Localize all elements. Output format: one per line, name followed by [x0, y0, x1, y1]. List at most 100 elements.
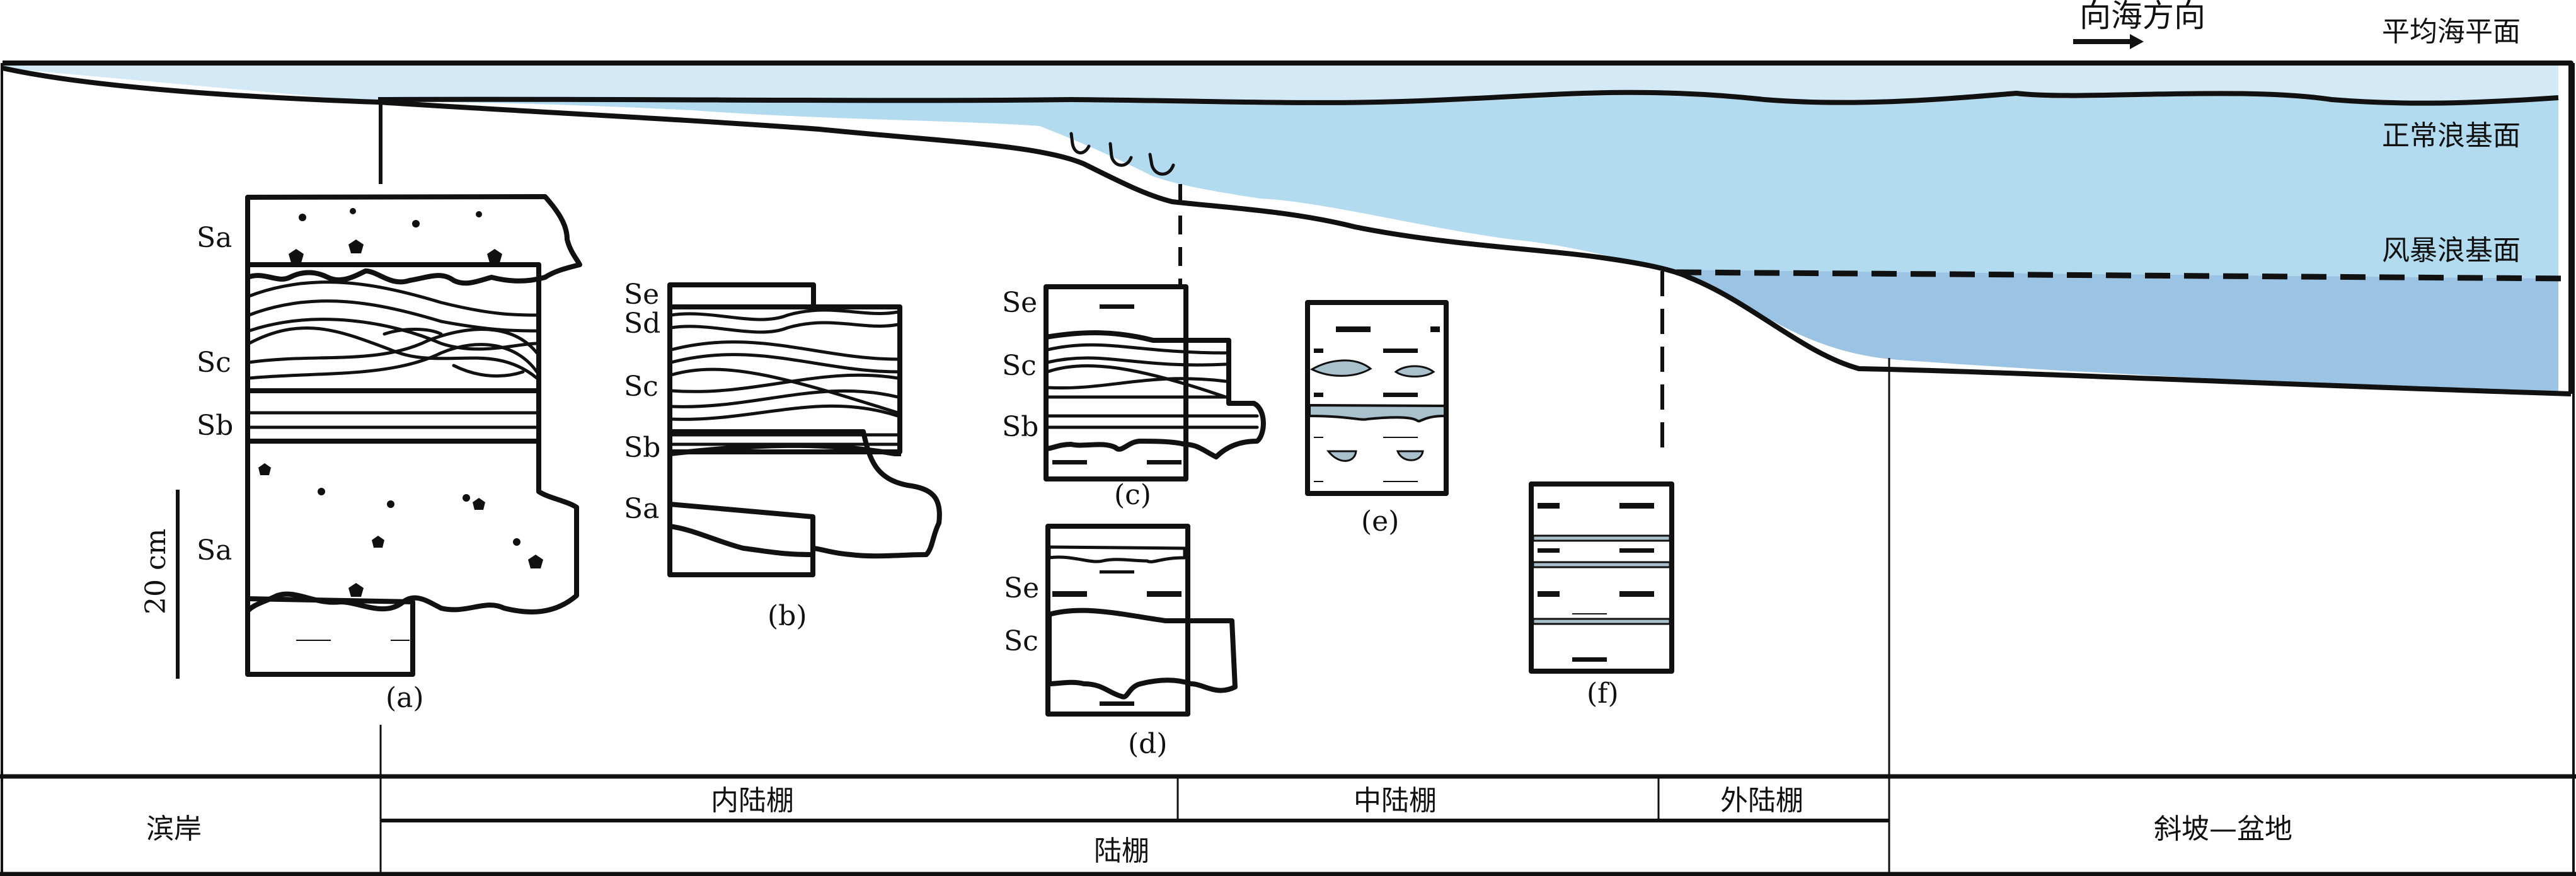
unit-label: Se: [1004, 572, 1039, 604]
grain-icon: [299, 214, 306, 221]
unit-sc-sb: [1044, 330, 1266, 459]
direction-label: 向海方向: [2079, 0, 2205, 34]
mud-pattern-fill: [1052, 570, 1182, 602]
pentagon-icon: [528, 555, 543, 568]
sea-surface-line: [3, 61, 2573, 394]
grain-icon: [412, 220, 420, 228]
column-c: Se Sc Sb (c): [1002, 284, 1266, 511]
unit-label: Sa: [197, 222, 232, 254]
pentagon-icon: [487, 249, 502, 263]
mud-pattern-fill: [674, 290, 810, 303]
mud-pattern-fill: [1538, 643, 1667, 665]
seaward-direction: 向海方向: [2073, 0, 2205, 49]
gutter-cast-icon: [1326, 450, 1357, 462]
zone-shore: 滨岸: [146, 813, 202, 845]
burrow-icon: [1148, 153, 1175, 176]
shallow-water-zone: [3, 63, 2558, 106]
burrow-icon: [1108, 142, 1133, 167]
column-caption: (d): [1128, 728, 1168, 760]
mud-pattern-fill: [1538, 548, 1667, 561]
zone-middle-shelf: 中陆棚: [1354, 785, 1437, 817]
mean-sea-level-wave: [377, 89, 2559, 106]
scale-bar: 20 cm: [140, 490, 180, 679]
column-d: Se Sc (d): [1004, 524, 1238, 760]
unit-label: Sb: [197, 410, 233, 442]
unit-sc: [245, 262, 541, 393]
sc-cross-lamination: [247, 280, 539, 380]
lens-icon: [1309, 359, 1372, 377]
unit-sa-lower: [245, 439, 579, 614]
pentagon-icon: [289, 249, 304, 263]
grain-icon: [463, 494, 470, 502]
mud-pattern-fill: [1052, 460, 1182, 473]
fair-weather-wave-base-label: 正常浪基面: [2382, 120, 2521, 152]
pentagon-icon: [348, 239, 364, 253]
mud-pattern-fill: [1052, 693, 1182, 706]
middle-water-zone: [378, 95, 2558, 279]
scale-bar-label: 20 cm: [140, 529, 172, 614]
mudstone-body: [1305, 300, 1449, 496]
zone-inner-shelf: 内陆棚: [711, 785, 794, 817]
mud-pattern-fill: [1314, 315, 1440, 353]
column-caption: (e): [1361, 505, 1399, 538]
burrow-icon: [1069, 132, 1091, 154]
grain-icon: [476, 211, 482, 217]
unit-sb: [245, 388, 541, 444]
zone-shelf: 陆棚: [1094, 835, 1149, 867]
unit-label: Sc: [1002, 350, 1037, 382]
grain-icon: [387, 500, 394, 508]
grain-icon: [318, 488, 325, 495]
unit-label: Se: [1002, 287, 1037, 319]
mudstone-body: [1529, 481, 1674, 674]
pentagon-icon: [473, 498, 485, 510]
storm-bed-thin: [1532, 618, 1671, 625]
mean-sea-level-label: 平均海平面: [2382, 16, 2521, 48]
unit-sc-sd-sb: [667, 304, 902, 454]
zone-table: 滨岸 内陆棚 中陆棚 外陆棚 陆棚 斜坡—盆地: [0, 774, 2576, 876]
gutter-cast-icon: [1396, 450, 1424, 461]
unit-label: Sc: [197, 347, 231, 379]
unit-label: Sd: [624, 308, 660, 340]
column-f: (f): [1529, 481, 1674, 710]
mud-pattern-fill: [252, 640, 410, 652]
storm-wave-base-line: [1676, 269, 2572, 282]
column-a: Sa Sc Sb Sa (a): [197, 194, 582, 714]
unit-label: Sa: [624, 493, 659, 525]
mud-pattern-fill: [1314, 470, 1440, 482]
burrow-traces: [1069, 132, 1175, 176]
storm-bed-thin: [1047, 545, 1187, 563]
column-caption: (b): [768, 600, 807, 632]
mud-pattern-fill: [1538, 580, 1667, 614]
sc-cross-lamination: [1045, 343, 1259, 429]
storm-wave-base-label: 风暴浪基面: [2382, 234, 2521, 267]
sc-cross-lamination: [669, 308, 900, 446]
grain-icon: [350, 208, 356, 214]
unit-sa: [667, 429, 942, 559]
unit-label: Sb: [1002, 411, 1038, 443]
pentagon-icon: [372, 536, 384, 548]
zone-slope-basin: 斜坡—盆地: [2154, 813, 2292, 845]
seafloor-profile: [2, 66, 2572, 396]
mud-pattern-fill: [1314, 384, 1440, 397]
unit-label: Sc: [624, 371, 658, 403]
lens-icon: [1394, 365, 1435, 377]
storm-bed-thin: [1308, 403, 1446, 423]
mudstone-base: [245, 596, 415, 677]
mud-pattern-fill: [1538, 492, 1667, 520]
column-b: Se Sd Sc Sb Sa (b): [624, 279, 942, 632]
column-e: (e): [1305, 300, 1449, 538]
grain-icon: [513, 538, 520, 546]
column-caption: (f): [1587, 677, 1619, 710]
mud-pattern-fill: [1052, 533, 1182, 545]
unit-label: Se: [624, 279, 659, 311]
column-caption: (a): [386, 682, 424, 714]
unit-label: Sc: [1004, 625, 1038, 657]
pentagon-icon: [348, 583, 364, 597]
storm-bed-thin: [1532, 534, 1671, 542]
unit-sc: [1047, 608, 1238, 700]
zone-outer-shelf: 外陆棚: [1720, 785, 1803, 817]
arrow-right-icon: [2130, 34, 2144, 49]
mud-pattern-fill: [1314, 425, 1440, 438]
mudstone-base: [667, 502, 815, 577]
